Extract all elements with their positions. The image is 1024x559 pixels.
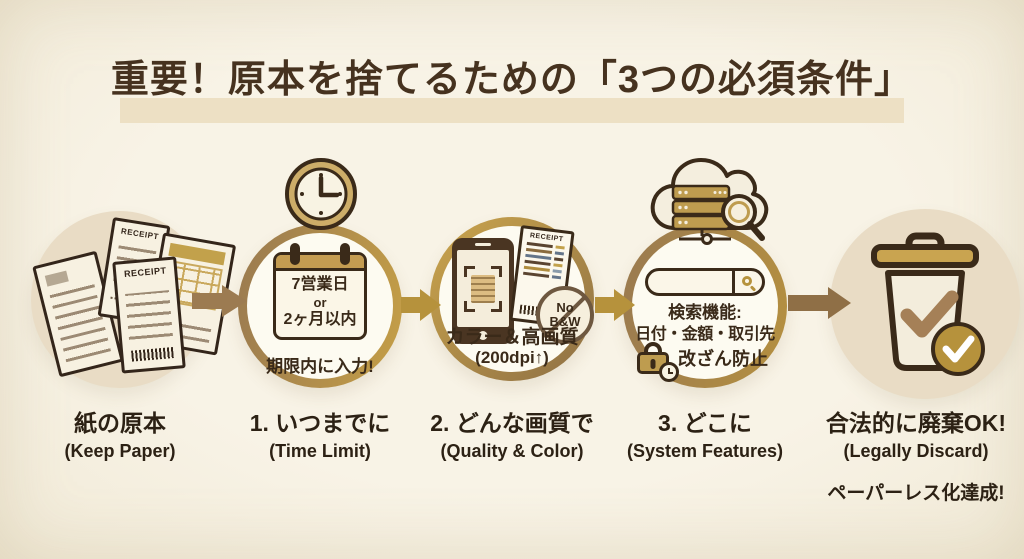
cloud-server-search-icon: [650, 158, 769, 245]
quality-caption: カラー＆高画質: [445, 327, 579, 348]
calendar-text-line2: or: [313, 295, 327, 310]
no-bw-line2: B&W: [549, 314, 581, 329]
scan-frame-icon: [464, 265, 502, 312]
quality-dpi-caption: (200dpi↑): [475, 348, 549, 367]
arrow-right-icon: [401, 289, 441, 321]
smartphone-icon: [452, 238, 514, 344]
arrow-right-icon: [192, 285, 247, 317]
search-fields-text: 日付・金額・取引先: [635, 326, 775, 343]
arrow-right-icon: [788, 287, 851, 319]
search-icon: [742, 275, 757, 292]
title-text: 重要！原本を捨てるための「3つの必須条件」: [110, 59, 914, 101]
timestamp-clock-icon: [659, 362, 679, 382]
title-highlight-bar: [120, 98, 904, 123]
tamper-prevention-label: 改ざん防止: [678, 349, 768, 369]
paper-originals-node: RECEIPT RECEIPT: [31, 211, 237, 388]
check-badge: [931, 322, 985, 376]
label-step2-quality: 2. どんな画質で (Quality & Color): [430, 410, 594, 461]
tamper-prevention-row: 改ざん防止: [636, 342, 768, 382]
search-bar: [645, 268, 765, 296]
barcode-icon: [131, 347, 174, 362]
no-bw-line1: No: [556, 300, 574, 315]
trash-can-icon: [871, 232, 985, 376]
arrow-right-icon: [595, 289, 635, 321]
calendar-icon: 7営業日 or 2ヶ月以内: [273, 243, 367, 340]
page-title: 重要！原本を捨てるための「3つの必須条件」: [0, 58, 1024, 123]
label-paperless-achieved: ペーパーレス化達成!: [827, 483, 1005, 504]
label-step3-system: 3. どこに (System Features): [626, 410, 784, 461]
receipt-label: RECEIPT: [123, 265, 167, 279]
lock-icon: [636, 342, 679, 382]
calendar-text-line1: 7営業日: [291, 276, 349, 293]
no-bw-badge: No B&W: [536, 286, 594, 344]
search-feature-title: 検索機能:: [668, 303, 742, 322]
label-step1-time: 1. いつまでに (Time Limit): [249, 410, 391, 461]
label-legally-discard: 合法的に廃棄OK! (Legally Discard): [825, 410, 1007, 461]
deadline-note: 期限内に入力!: [266, 357, 374, 376]
receipt-icon: RECEIPT: [112, 256, 186, 374]
calendar-text-line3: 2ヶ月以内: [283, 311, 357, 328]
clock-icon: [285, 158, 357, 230]
receipt-label: RECEIPT: [120, 226, 160, 242]
scanned-document-icon: [471, 274, 495, 303]
label-paper-original: 紙の原本 (Keep Paper): [64, 410, 176, 461]
